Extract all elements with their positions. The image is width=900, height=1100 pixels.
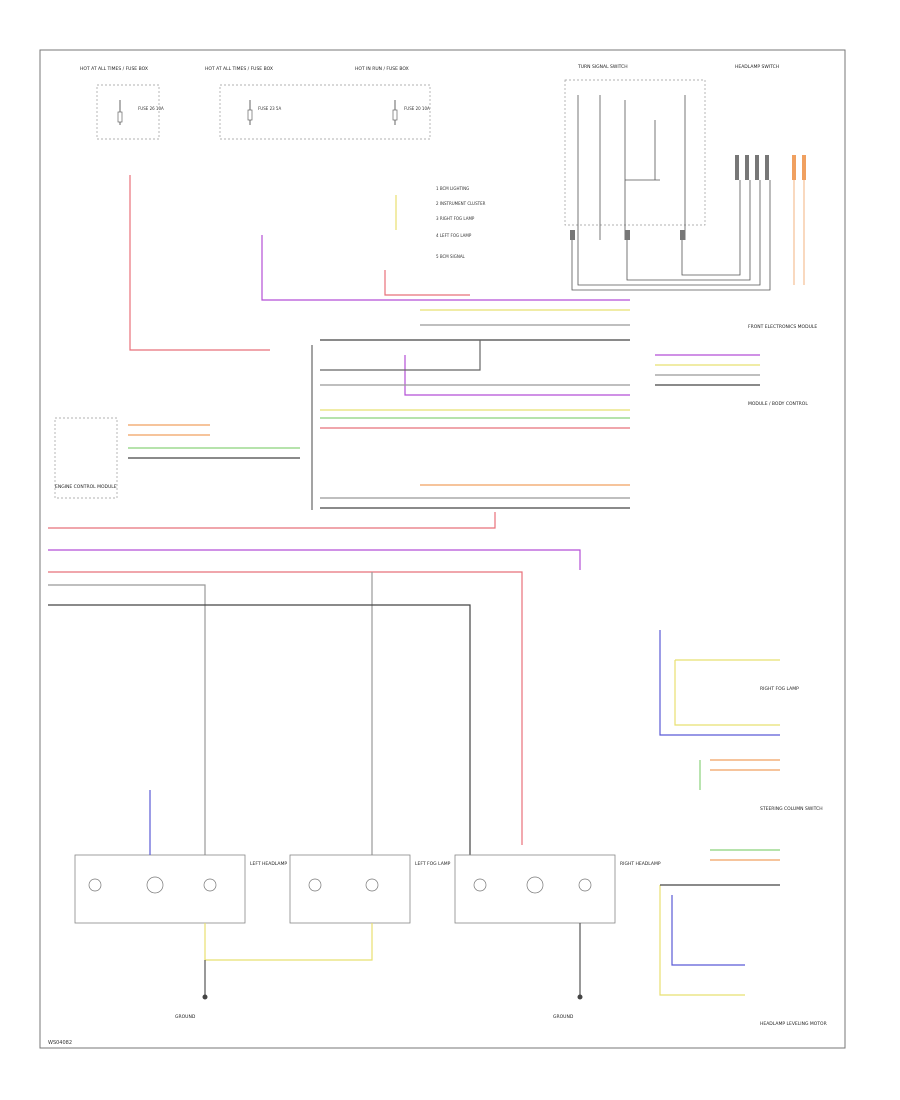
legend-item-3: 3 RIGHT FOG LAMP: [436, 216, 475, 221]
fuse-box-right: HOT IN RUN / FUSE BOX FUSE 20 10A: [355, 66, 430, 125]
steering-column-label: STEERING COLUMN SWITCH: [760, 806, 823, 812]
wire-red-dist: [48, 512, 496, 529]
ground-right-label: GROUND: [553, 1014, 574, 1020]
page-id: WS04082: [48, 1040, 73, 1046]
turn-signal-switch: TURN SIGNAL SWITCH: [564, 64, 706, 240]
leveling-motor-label: HEADLAMP LEVELING MOTOR: [760, 1021, 827, 1027]
wire-violet-dist: [48, 549, 581, 570]
diagram-frame: [39, 49, 846, 1049]
ground-right-icon: [577, 994, 583, 1000]
fuse-box-middle-title: HOT AT ALL TIMES / FUSE BOX: [205, 66, 273, 72]
ground-left-icon: [202, 994, 208, 1000]
legend-item-4: 4 LEFT FOG LAMP: [436, 233, 472, 238]
fuse-box-right-fuse: FUSE 20 10A: [404, 106, 430, 111]
left-headlamp-label: LEFT HEADLAMP: [250, 861, 287, 867]
front-electronics-module: FRONT ELECTRONICS MODULE MODULE / BODY C…: [655, 324, 817, 407]
wire-violet-main: [261, 235, 630, 301]
harness-branch: [320, 340, 481, 371]
right-fog-lamp-label: RIGHT FOG LAMP: [760, 686, 799, 692]
right-fog-lamp-connector: RIGHT FOG LAMP STEERING COLUMN SWITCH: [659, 630, 823, 861]
ground-left-label: GROUND: [175, 1014, 196, 1020]
fuse-box-middle: HOT AT ALL TIMES / FUSE BOX FUSE 23 5A: [205, 66, 431, 140]
turn-signal-switch-label: TURN SIGNAL SWITCH: [577, 64, 628, 70]
right-headlamp: RIGHT HEADLAMP: [454, 854, 661, 924]
left-fog-lamp: LEFT FOG LAMP: [289, 854, 451, 924]
wire-gray-dist: [48, 584, 206, 855]
fuse-box-left-fuse: FUSE 26 10A: [138, 106, 164, 111]
legend-item-5: 5 BCM SIGNAL: [436, 254, 466, 259]
bcm-label: MODULE / BODY CONTROL: [748, 401, 808, 407]
wire-black-dist: [48, 604, 471, 855]
switch-harness: [571, 180, 805, 291]
ecm-label: ENGINE CONTROL MODULE: [55, 484, 117, 490]
right-headlamp-label: RIGHT HEADLAMP: [620, 861, 661, 867]
headlamp-switch-label: HEADLAMP SWITCH: [735, 64, 779, 70]
headlamp-switch: HEADLAMP SWITCH: [735, 64, 806, 180]
legend-item-2: 2 INSTRUMENT CLUSTER: [436, 201, 486, 206]
fuse-box-left: HOT AT ALL TIMES / FUSE BOX FUSE 26 10A: [80, 66, 164, 140]
engine-control-module: ENGINE CONTROL MODULE: [54, 417, 300, 499]
legend-item-1: 1 BCM LIGHTING: [436, 186, 469, 191]
fuse-box-middle-fuse: FUSE 23 5A: [258, 106, 281, 111]
left-headlamp: LEFT HEADLAMP: [74, 790, 287, 924]
fuse-box-right-title: HOT IN RUN / FUSE BOX: [355, 66, 409, 72]
ground-connections: GROUND GROUND: [175, 923, 583, 1020]
left-fog-lamp-label: LEFT FOG LAMP: [415, 861, 451, 867]
wire-red-left: [129, 175, 270, 351]
wire-red-right: [384, 270, 470, 296]
wire-red-dist-2: [48, 571, 523, 845]
wire-violet-2: [404, 355, 630, 396]
headlamp-leveling-motor: HEADLAMP LEVELING MOTOR: [659, 884, 827, 1027]
legend: 1 BCM LIGHTING 2 INSTRUMENT CLUSTER 3 RI…: [436, 186, 486, 259]
fuse-box-left-title: HOT AT ALL TIMES / FUSE BOX: [80, 66, 148, 72]
fem-label: FRONT ELECTRONICS MODULE: [748, 324, 817, 330]
